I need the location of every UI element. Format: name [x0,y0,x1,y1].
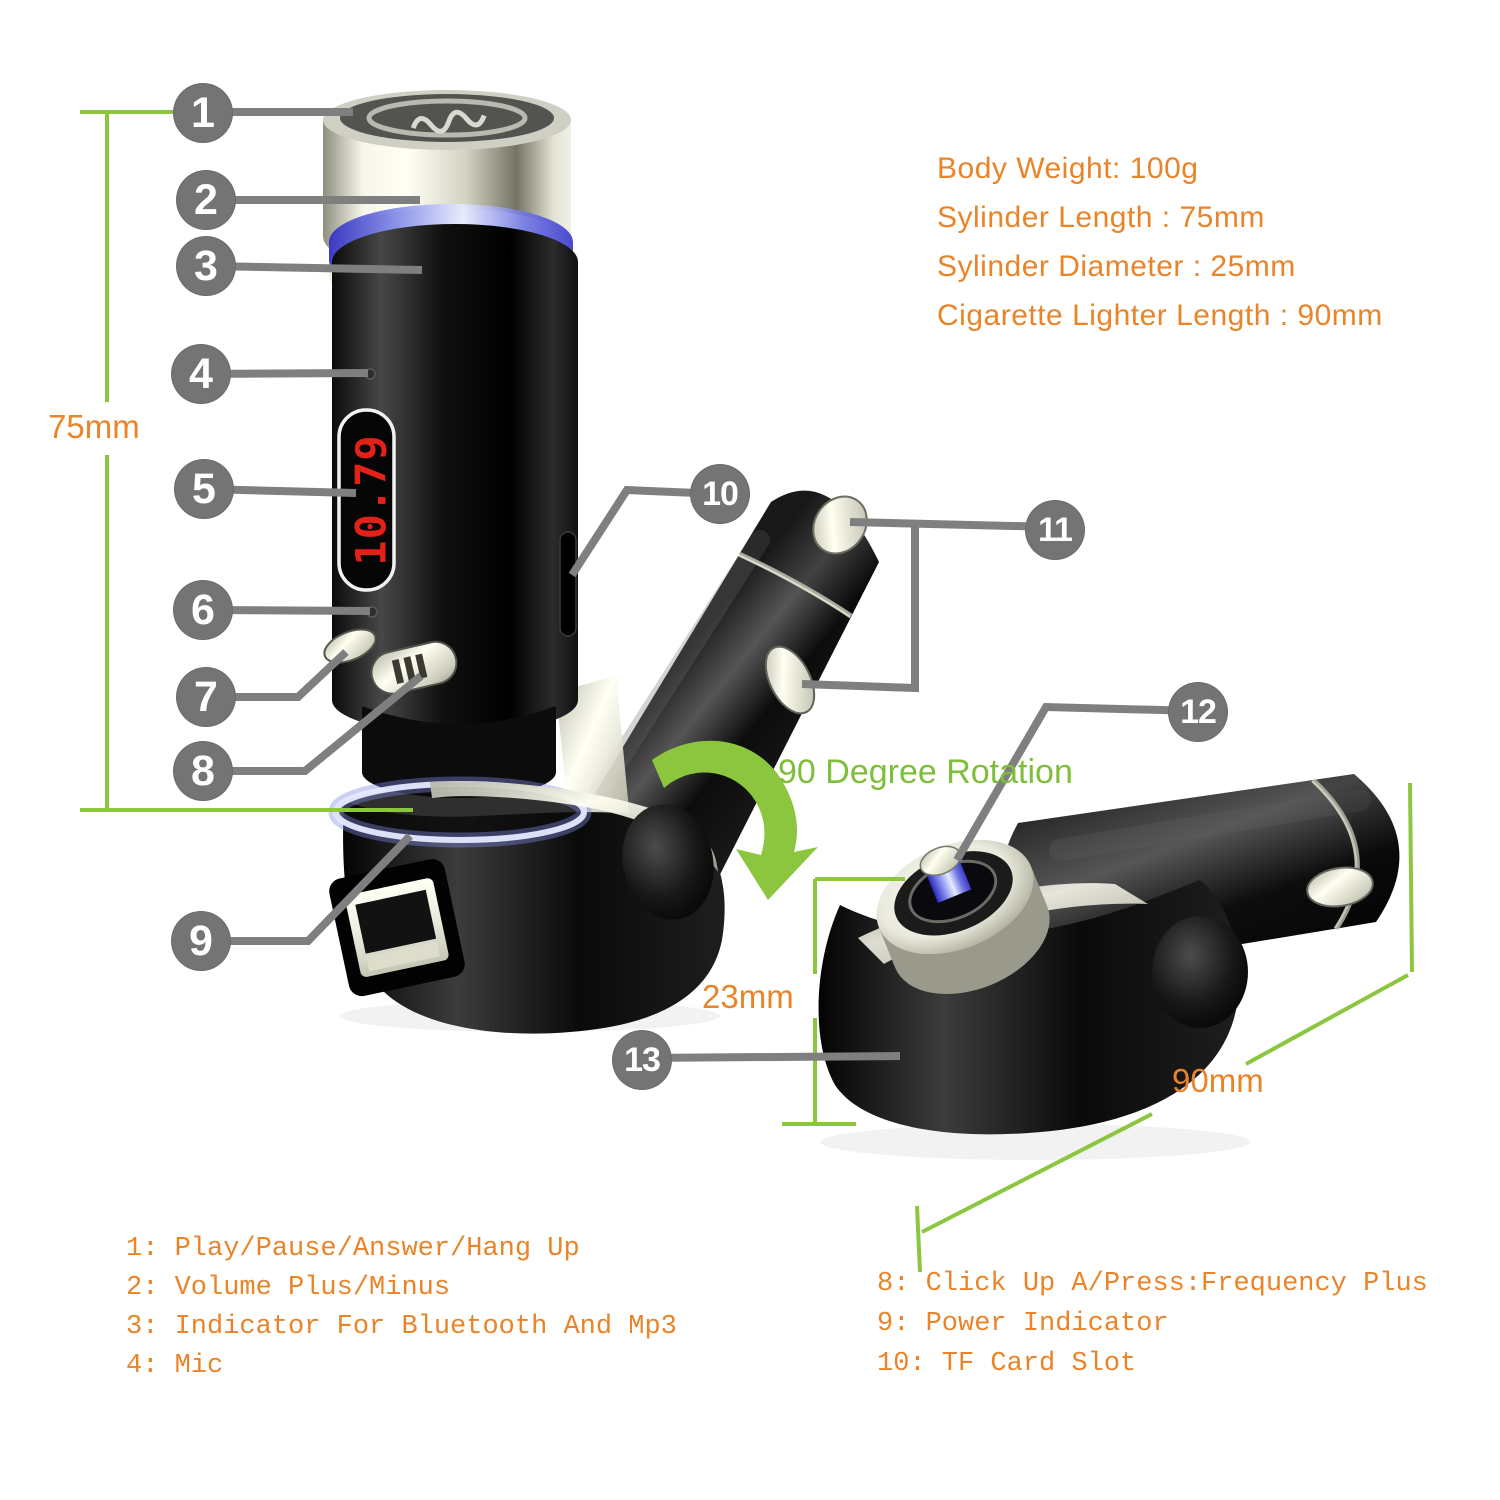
folded-side-contact [1306,866,1374,908]
spec-cylinder-length: Sylinder Length : 75mm [937,201,1265,234]
measurement-23mm: 23mm [702,978,794,1015]
legend-item-2: 2: Volume Plus/Minus [126,1273,451,1303]
callout-6: 6 [174,581,232,639]
spec-lighter-length: Cigarette Lighter Length : 90mm [937,299,1383,332]
fm-frequency-display: 10.79 [347,434,396,565]
legend-item-4: 4: Mic [126,1351,224,1381]
plug-length-line-lower [921,1112,1153,1234]
callout-1: 1 [174,84,232,142]
plug-tip-ring [737,551,853,619]
frequency-button [370,640,458,695]
legend-item-9: 9: Power Indicator [877,1309,1169,1339]
rotation-label: 90 Degree Rotation [778,753,1073,791]
callout-5: 5 [175,460,233,518]
plug-length-tick-right [1408,782,1414,973]
callout-12: 12 [1169,683,1227,741]
folded-tip-ring [1311,778,1360,931]
spec-body-weight: Body Weight: 100g [937,152,1199,185]
callout-4: 4 [172,345,230,403]
callout-8: 8 [174,742,232,800]
plug-highlight [590,530,770,800]
plug-tip-contact [812,495,868,555]
plug-side-contact [764,645,816,715]
measurement-75mm: 75mm [48,408,140,445]
legend-right: 8: Click Up A/Press:Frequency Plus 9: Po… [877,1264,1428,1384]
callout-13: 13 [613,1031,671,1089]
callout-3: 3 [177,237,235,295]
legend-item-3: 3: Indicator For Bluetooth And Mp3 [126,1312,677,1342]
rotation-arrow-icon [652,740,818,900]
legend-item-1: 1: Play/Pause/Answer/Hang Up [126,1234,580,1264]
usb-port [329,859,465,997]
legend-left: 1: Play/Pause/Answer/Hang Up 2: Volume P… [126,1230,677,1386]
callout-7: 7 [177,668,235,726]
cap-logo [410,109,487,134]
callout-2: 2 [177,171,235,229]
folded-hinge-knob [1152,916,1248,1028]
spec-cylinder-diameter: Sylinder Diameter : 25mm [937,250,1296,283]
callout-9: 9 [172,912,230,970]
cylinder-neck [362,706,556,798]
callout-11: 11 [1026,501,1084,559]
folded-silver-edge [858,883,1148,964]
led-display [337,408,396,592]
spec-list: Body Weight: 100g Sylinder Length : 75mm… [937,144,1383,340]
lighter-socket [876,839,1050,995]
callout-10: 10 [691,465,749,523]
plug-length-tick-left [915,1205,922,1273]
legend-item-10: 10: TF Card Slot [877,1349,1137,1379]
measurement-90mm: 90mm [1172,1062,1264,1099]
volume-button [323,628,377,664]
legend-item-8: 8: Click Up A/Press:Frequency Plus [877,1269,1428,1299]
tf-card-slot [559,531,577,637]
transmitter-folded-view [818,774,1400,1160]
transmitter-vertical-view: 10.79 [323,90,725,1034]
plug-length-line-upper [1245,973,1409,1066]
hinge-knob [622,804,714,920]
cylinder-body [332,224,578,734]
measurement-lines [80,110,1414,1273]
